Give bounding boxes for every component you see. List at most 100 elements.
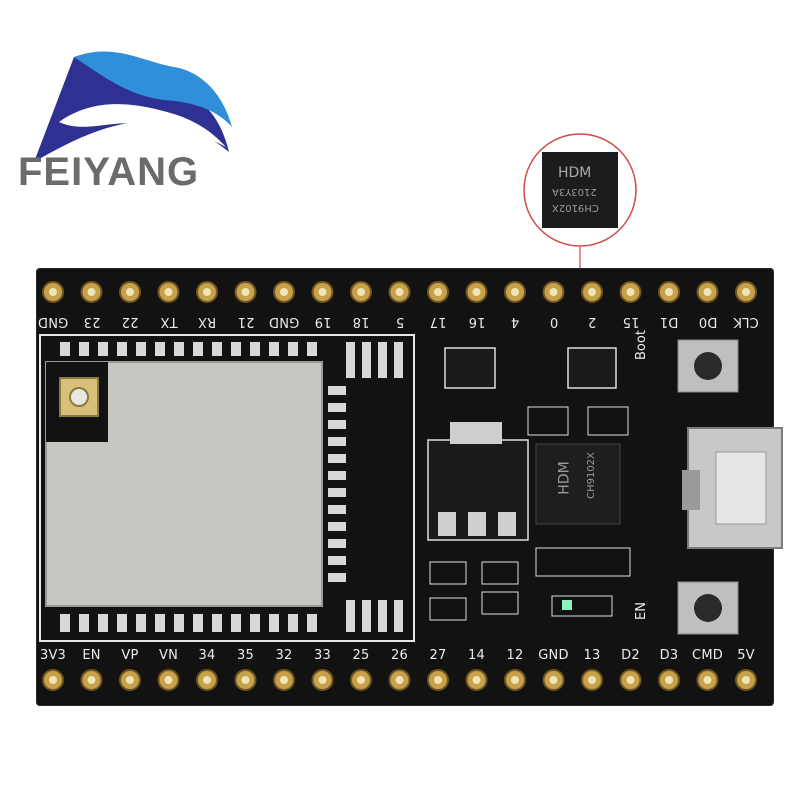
en-label: EN [634, 602, 649, 620]
bottom-pin-label: 14 [468, 648, 485, 663]
module-pad [328, 386, 346, 395]
module-pad [193, 614, 203, 632]
top-header-pins [42, 281, 757, 303]
module-pad [328, 454, 346, 463]
module-pad [79, 614, 89, 632]
top-pin-label: 18 [352, 314, 370, 329]
regulator-small [444, 347, 496, 389]
module-pad [60, 342, 70, 356]
top-pin-label: 15 [622, 314, 639, 329]
top-pin-label: 16 [468, 314, 485, 329]
callout-chip-logo: HDM [558, 165, 592, 181]
module-pad [136, 614, 146, 632]
usb-uart-chip [535, 443, 621, 525]
logo-white-streak [59, 104, 226, 147]
power-led [562, 600, 572, 610]
bottom-pin-label: 25 [352, 648, 370, 663]
bottom-pin-label: 5V [737, 648, 755, 663]
module-pads [60, 342, 403, 632]
chip-logo-text: HDM [556, 461, 573, 495]
top-pin-label: 19 [314, 314, 331, 329]
module-pad [307, 614, 317, 632]
module-pad [117, 342, 127, 356]
module-pad [212, 614, 222, 632]
module-pad [378, 342, 387, 378]
module-pad [328, 488, 346, 497]
bottom-header-pins [42, 669, 757, 691]
bottom-pin-label: 13 [583, 648, 601, 663]
module-pad [174, 614, 184, 632]
bottom-pin-label: VN [158, 648, 179, 663]
top-pin-label: 0 [549, 314, 558, 329]
boot-label: Boot [634, 330, 649, 360]
module-pad [79, 342, 89, 356]
bottom-pin-label: CMD [692, 648, 723, 663]
module-pad [328, 522, 346, 531]
top-pin-label: GND [268, 314, 300, 329]
brand-name: FEIYANG [18, 150, 200, 194]
module-pad [328, 556, 346, 565]
bottom-pin-label: EN [82, 648, 101, 663]
module-pad [231, 342, 241, 356]
module-pad [155, 614, 165, 632]
module-pad [362, 600, 371, 632]
module-pad [328, 437, 346, 446]
module-pad [136, 342, 146, 356]
module-pad [231, 614, 241, 632]
top-pin-label: GND [37, 314, 69, 329]
module-pad [269, 614, 279, 632]
module-pad [394, 342, 403, 378]
bottom-pin-label: 12 [506, 648, 524, 663]
top-pin-label: RX [197, 314, 217, 329]
module-pad [269, 342, 279, 356]
top-pin-label: 23 [83, 314, 100, 329]
module-pad [174, 342, 184, 356]
module-pad [328, 539, 346, 548]
bottom-pin-label: VP [121, 648, 139, 663]
module-pad [98, 614, 108, 632]
chip-model-text: CH9102X [585, 452, 597, 499]
top-pin-label: CLK [733, 314, 759, 329]
bottom-pin-label: 34 [198, 648, 216, 663]
bottom-pin-label: 3V3 [39, 648, 67, 663]
module-pad [394, 600, 403, 632]
module-pad [378, 600, 387, 632]
top-pin-label: 5 [395, 314, 404, 329]
module-pad [328, 403, 346, 412]
bottom-pin-label: 35 [237, 648, 254, 663]
top-pin-label: 21 [237, 314, 254, 329]
module-pad [212, 342, 222, 356]
module-pad [328, 420, 346, 429]
bottom-pin-label: 27 [429, 648, 447, 663]
module-pad [117, 614, 127, 632]
module-pad [193, 342, 203, 356]
module-pad [250, 342, 260, 356]
module-pad [288, 614, 298, 632]
module-pad [155, 342, 165, 356]
top-pin-label: 4 [510, 314, 520, 329]
top-pin-label: D1 [659, 314, 679, 329]
bottom-pin-label: 32 [275, 648, 293, 663]
module-pad [288, 342, 298, 356]
module-pad [346, 600, 355, 632]
top-pin-label: TX [159, 314, 178, 329]
bottom-pin-label: GND [538, 648, 569, 663]
top-pin-label: 17 [429, 314, 447, 329]
logo-light-swoosh [74, 51, 232, 127]
module-outline [39, 334, 415, 642]
module-pad [328, 471, 346, 480]
module-pad [307, 342, 317, 356]
module-pad [60, 614, 70, 632]
feiyang-logo [34, 51, 232, 162]
top-pin-label: D0 [698, 314, 717, 329]
bottom-pin-label: 26 [391, 648, 408, 663]
module-pad [328, 505, 346, 514]
module-pad [346, 342, 355, 378]
bottom-pin-label: 33 [314, 648, 331, 663]
module-pad [98, 342, 108, 356]
module-pad [362, 342, 371, 378]
module-pad [250, 614, 260, 632]
top-pin-label: 2 [587, 314, 597, 329]
module-pad [328, 573, 346, 582]
